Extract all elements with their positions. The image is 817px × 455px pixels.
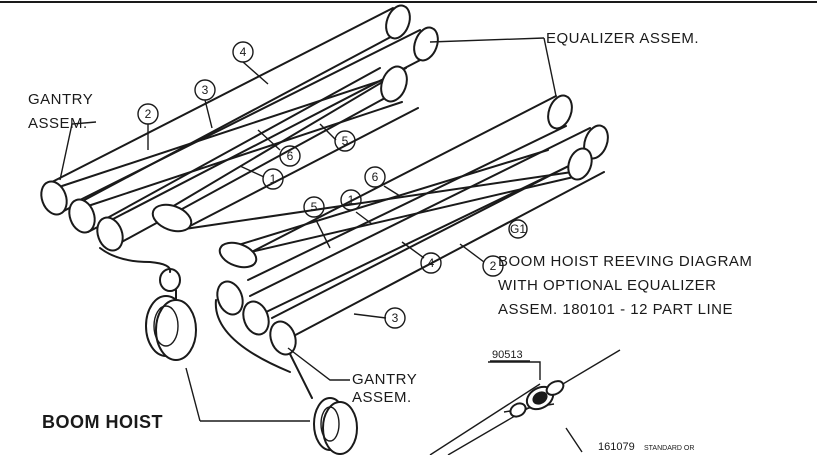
upper-gantry-sheaves bbox=[40, 180, 124, 252]
leader-lines bbox=[59, 37, 583, 453]
callout-4-upper: 4 bbox=[232, 41, 254, 63]
callout-5-lower: 5 bbox=[303, 196, 325, 218]
callout-3-lower: 3 bbox=[384, 307, 406, 329]
callout-6-lower: 6 bbox=[364, 166, 386, 188]
drum-cable-upper bbox=[99, 247, 172, 273]
drum-cable-tail bbox=[214, 299, 291, 373]
caption-line1: BOOM HOIST REEVING DIAGRAM bbox=[498, 253, 752, 270]
svg-text:3: 3 bbox=[202, 83, 209, 97]
callout-6-upper: 6 bbox=[279, 145, 301, 167]
callout-2-lower: 2 bbox=[482, 255, 504, 277]
callout-5-upper: 5 bbox=[334, 130, 356, 152]
callout-4-lower: 4 bbox=[420, 252, 442, 274]
svg-text:2: 2 bbox=[490, 259, 497, 273]
svg-text:5: 5 bbox=[311, 200, 318, 214]
lower-gantry-sheaves bbox=[216, 280, 297, 356]
part-90513-label: 90513 bbox=[492, 349, 523, 361]
callout-2-upper: 2 bbox=[137, 103, 159, 125]
svg-text:2: 2 bbox=[145, 107, 152, 121]
boom-hoist-drum-upper bbox=[145, 295, 197, 361]
svg-text:4: 4 bbox=[428, 256, 435, 270]
svg-text:1: 1 bbox=[270, 172, 277, 186]
svg-text:6: 6 bbox=[372, 170, 379, 184]
svg-text:4: 4 bbox=[240, 45, 247, 59]
drum-cable-lower bbox=[289, 353, 313, 399]
upper-equalizer-sheaves bbox=[380, 4, 439, 103]
boom-tip-detail bbox=[429, 349, 621, 455]
lower-equalizer-sheaves bbox=[547, 94, 609, 181]
callout-3-upper: 3 bbox=[194, 79, 216, 101]
figure-id: G1 bbox=[508, 219, 528, 239]
boom-hoist-label: BOOM HOIST bbox=[42, 412, 163, 432]
standard-text: STANDARD OR bbox=[644, 445, 694, 452]
upper-cable-group bbox=[51, 7, 429, 245]
svg-text:G1: G1 bbox=[510, 222, 526, 236]
gantry-bottom-label-line1: GANTRY bbox=[352, 371, 417, 388]
boom-hoist-drum-lower bbox=[313, 397, 358, 455]
gantry-top-label-line1: GANTRY bbox=[28, 91, 93, 108]
gantry-top-label-line2: ASSEM. bbox=[28, 115, 88, 132]
callout-1-lower: 1 bbox=[340, 189, 362, 211]
gantry-bottom-label-line2: ASSEM. bbox=[352, 389, 412, 406]
part-161079-label: 161079 bbox=[598, 441, 635, 453]
svg-text:3: 3 bbox=[392, 311, 399, 325]
lower-cable-group bbox=[177, 95, 605, 341]
caption-line3: ASSEM. 180101 - 12 PART LINE bbox=[498, 301, 733, 318]
equalizer-label: EQUALIZER ASSEM. bbox=[546, 30, 699, 47]
svg-text:5: 5 bbox=[342, 134, 349, 148]
svg-text:6: 6 bbox=[287, 149, 294, 163]
svg-text:1: 1 bbox=[348, 193, 355, 207]
connecting-sheaves bbox=[151, 203, 258, 292]
caption-line2: WITH OPTIONAL EQUALIZER bbox=[498, 277, 716, 294]
callout-1-upper: 1 bbox=[262, 168, 284, 190]
